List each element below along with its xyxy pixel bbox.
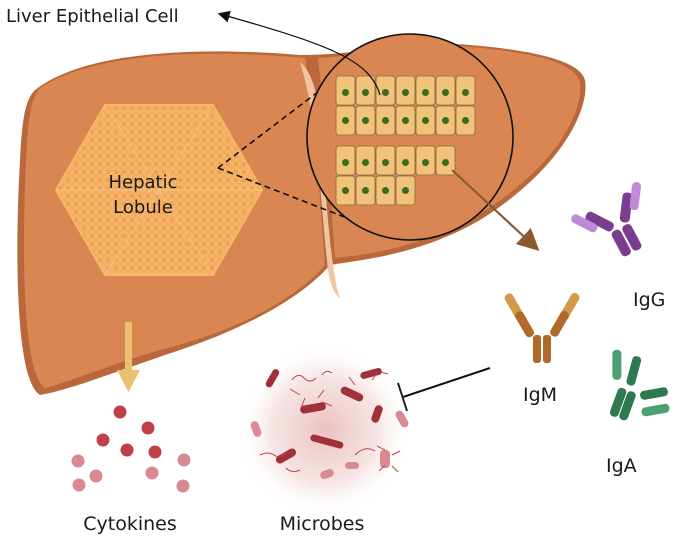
cell-nucleus xyxy=(422,159,429,166)
cell-nucleus xyxy=(382,159,389,166)
cytokines-label: Cytokines xyxy=(83,513,177,535)
cell-nucleus xyxy=(362,89,369,96)
secretion-arrow xyxy=(451,169,540,251)
cell-nucleus xyxy=(362,187,369,194)
igm-antibody xyxy=(504,292,580,363)
cytokine-dot xyxy=(72,478,86,492)
cytokine-dot xyxy=(113,405,127,419)
microbes-cluster xyxy=(237,342,413,518)
cell-nucleus xyxy=(342,187,349,194)
cell-nucleus xyxy=(462,89,469,96)
cytokine-dot xyxy=(177,453,191,467)
cell-nucleus xyxy=(422,89,429,96)
liver-cell-label: Liver Epithelial Cell xyxy=(6,6,179,27)
cell-nucleus xyxy=(442,89,449,96)
cell-nucleus xyxy=(382,187,389,194)
liver-cell-callout: Liver Epithelial Cell xyxy=(6,6,381,96)
cytokine-dot xyxy=(145,466,159,480)
cell-nucleus xyxy=(442,159,449,166)
cell-nucleus xyxy=(402,159,409,166)
cytokine-dot xyxy=(176,479,190,493)
cell-nucleus xyxy=(342,159,349,166)
iga-label: IgA xyxy=(606,455,637,477)
igm-label: IgM xyxy=(523,384,557,406)
cytokine-arrow xyxy=(117,322,140,392)
cytokine-dot xyxy=(141,421,155,435)
cytokines-cluster xyxy=(71,405,191,493)
igg-label: IgG xyxy=(633,289,665,311)
cell-nucleus xyxy=(362,117,369,124)
cell-nucleus xyxy=(382,117,389,124)
cytokine-dot xyxy=(148,445,162,459)
lobule-label: Lobule xyxy=(113,197,173,218)
igg-antibody xyxy=(571,182,642,257)
cell-nucleus xyxy=(442,117,449,124)
cell-grid xyxy=(335,75,476,206)
magnified-cells xyxy=(306,33,514,241)
cell-nucleus xyxy=(382,89,389,96)
cell-nucleus xyxy=(422,117,429,124)
cytokine-dot xyxy=(96,433,110,447)
cytokine-dot xyxy=(89,469,103,483)
hepatic-label: Hepatic xyxy=(108,172,177,193)
hepatic-lobule: Hepatic Lobule xyxy=(54,104,264,276)
inhibition-line xyxy=(397,367,491,412)
cell-nucleus xyxy=(402,117,409,124)
cytokine-dot xyxy=(120,443,134,457)
cell-nucleus xyxy=(402,187,409,194)
zoom-lines xyxy=(217,87,366,226)
cytokine-dot xyxy=(71,454,85,468)
cell-nucleus xyxy=(342,89,349,96)
microbes-label: Microbes xyxy=(280,513,365,535)
cell-nucleus xyxy=(402,89,409,96)
cell-nucleus xyxy=(362,159,369,166)
iga-antibody xyxy=(609,349,670,421)
cell-nucleus xyxy=(462,117,469,124)
cell-nucleus xyxy=(342,117,349,124)
